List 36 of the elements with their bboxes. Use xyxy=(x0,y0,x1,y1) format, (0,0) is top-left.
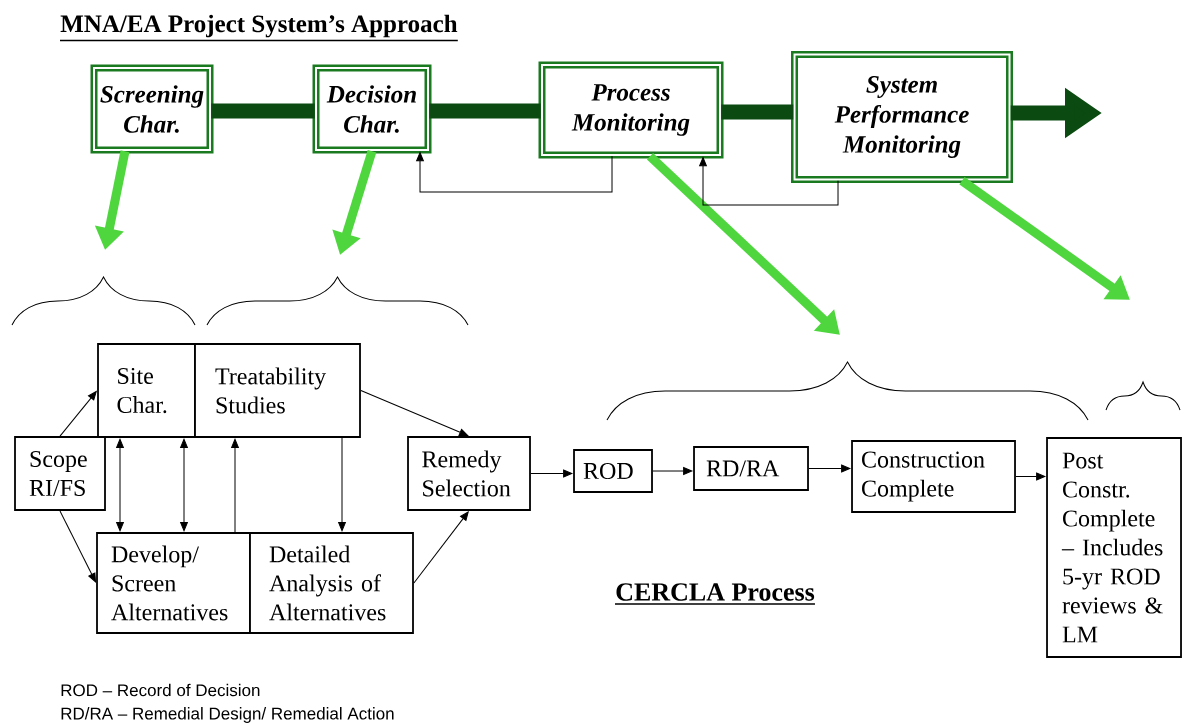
abbreviation-note: ROD – Record of Decision xyxy=(61,683,260,697)
arrow xyxy=(416,152,613,193)
process-box: Site Char. xyxy=(97,343,196,438)
arrow xyxy=(646,152,840,335)
connector-bar xyxy=(211,103,315,119)
process-box: RD/RA xyxy=(693,446,809,491)
arrow xyxy=(116,438,124,532)
arrow xyxy=(360,390,469,437)
arrow xyxy=(530,469,573,478)
process-box: Treatability Studies xyxy=(194,343,361,438)
process-box: Remedy Selection xyxy=(407,436,531,511)
arrow xyxy=(231,438,239,533)
stage-box: Decision Char. xyxy=(312,64,432,154)
process-box: Scope RI/FS xyxy=(14,436,106,511)
abbreviation-note: RD/RA – Remedial Design/ Remedial Action xyxy=(61,707,394,723)
stage-box: Process Monitoring xyxy=(538,61,724,159)
arrow xyxy=(59,510,96,583)
title: MNA/EA Project System’s Approach xyxy=(59,14,459,42)
section-heading: CERCLA Process xyxy=(614,583,816,605)
connector-bar xyxy=(721,104,794,120)
stage-box: System Performance Monitoring xyxy=(791,51,1013,183)
arrow xyxy=(808,464,851,473)
process-box: Post Constr. Complete – Includes 5-yr ROD reviews & LM xyxy=(1046,437,1182,658)
stage-box: Screening Char. xyxy=(90,64,214,154)
arrow xyxy=(180,438,188,532)
process-box: Construction Complete xyxy=(851,440,1016,513)
arrow xyxy=(413,511,469,584)
process-box: ROD xyxy=(573,449,653,493)
connector-bar xyxy=(429,103,541,119)
arrow xyxy=(652,467,693,475)
arrow xyxy=(699,157,839,206)
process-box: Develop/ Screen Alternatives xyxy=(96,532,251,634)
process-box: Detailed Analysis of Alternatives xyxy=(249,532,414,634)
arrow xyxy=(1015,472,1046,481)
arrow xyxy=(338,437,346,532)
arrow xyxy=(59,391,97,437)
